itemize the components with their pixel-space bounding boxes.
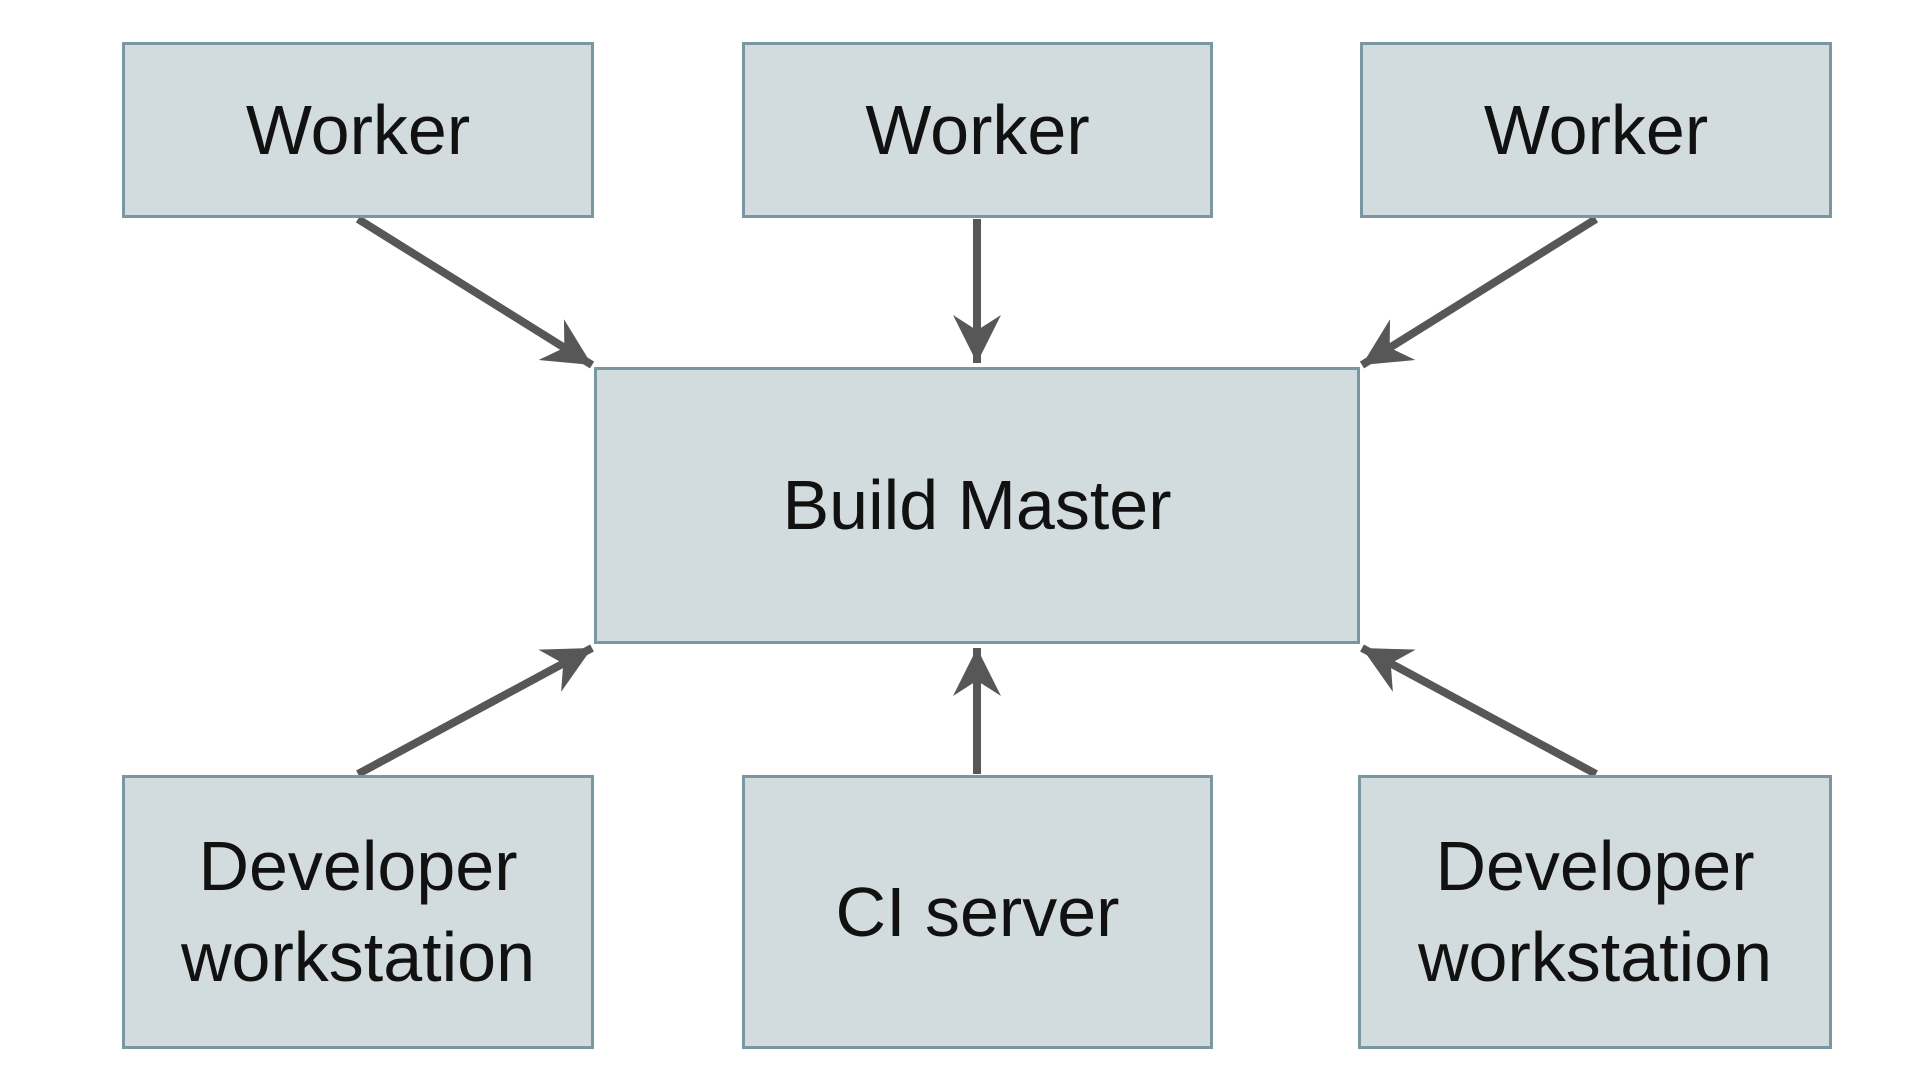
node-worker-1-label: Worker — [245, 90, 471, 169]
node-ci-server-label: CI server — [835, 872, 1120, 951]
node-worker-2: Worker — [742, 42, 1213, 218]
node-developer-workstation-right: Developer workstation — [1358, 775, 1832, 1049]
node-worker-1: Worker — [122, 42, 594, 218]
arrow-worker-1-to-build-master — [355, 215, 595, 369]
node-build-master: Build Master — [594, 367, 1360, 644]
node-worker-2-label: Worker — [865, 90, 1090, 169]
node-developer-workstation-left-label: Developer workstation — [180, 827, 536, 996]
node-build-master-label: Build Master — [782, 466, 1172, 544]
node-worker-3-label: Worker — [1483, 90, 1709, 169]
node-developer-workstation-right-label: Developer workstation — [1417, 827, 1773, 996]
arrow-dev-workstation-right-to-build-master — [1360, 644, 1598, 778]
arrow-worker-3-to-build-master — [1359, 215, 1599, 369]
node-ci-server: CI server — [742, 775, 1213, 1049]
node-worker-3: Worker — [1360, 42, 1832, 218]
node-developer-workstation-left: Developer workstation — [122, 775, 594, 1049]
arrow-dev-workstation-left-to-build-master — [356, 644, 594, 778]
